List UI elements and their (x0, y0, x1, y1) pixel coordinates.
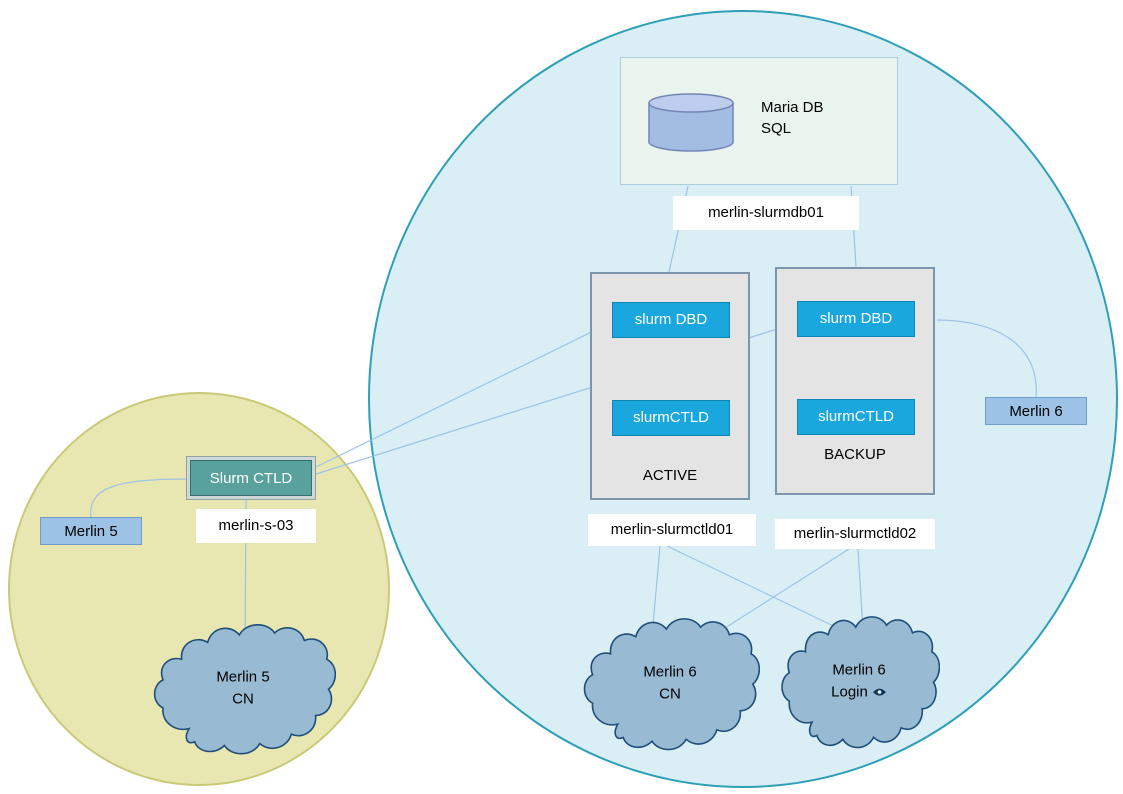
cloud-label-line2: CN (659, 685, 681, 703)
node-role-label: BACKUP (824, 446, 886, 463)
cloud-label-line1: Merlin 6 (832, 661, 886, 679)
mariadb-label-line2: SQL (761, 120, 792, 137)
slurm-ctld-box: Slurm CTLD (186, 456, 316, 500)
mariadb-label: Maria DB SQL (761, 97, 824, 139)
connector-ctld02-to-cn (702, 548, 850, 643)
connector-ctld02-to-login (857, 548, 864, 631)
slurm-ctld-service-box: slurmCTLD (797, 399, 915, 435)
cloud-label-line1: Merlin 6 (643, 663, 697, 681)
merlin5-cn-cloud: Merlin 5 CN (150, 618, 336, 768)
slurm-dbd-service-box: slurm DBD (797, 301, 915, 337)
connector-ctld01-to-login (666, 545, 847, 633)
slurm-ctld-service-box: slurmCTLD (612, 400, 730, 436)
cloud-label-line2: CN (232, 690, 254, 708)
host-label-merlin-slurmctld02: merlin-slurmctld02 (775, 519, 935, 549)
active-controller-node: slurm DBD slurmCTLD ACTIVE (590, 272, 750, 500)
merlin6-tag: Merlin 6 (985, 397, 1087, 425)
cloud-label-line2: Login (831, 683, 868, 701)
cloud-label: Merlin 6 Login (778, 660, 940, 704)
slurm-dbd-service-box: slurm DBD (612, 302, 730, 338)
mariadb-label-line1: Maria DB (761, 99, 824, 116)
connector-m5tag-to-ctld (90, 478, 187, 518)
cloud-label-line1: Merlin 5 (216, 668, 270, 686)
mariadb-box: Maria DB SQL (620, 57, 898, 185)
host-label-merlin-slurmdb01: merlin-slurmdb01 (673, 196, 859, 230)
cloud-shape (580, 612, 760, 764)
connector-m5ctld-to-active-dbd (315, 321, 613, 468)
node-role-label: ACTIVE (642, 467, 698, 484)
cloud-shape (150, 618, 336, 768)
slurm-ctld-box-label: Slurm CTLD (190, 460, 312, 496)
merlin5-tag: Merlin 5 (40, 517, 142, 545)
cloud-label: Merlin 6 CN (580, 662, 760, 706)
merlin6-login-cloud: Merlin 6 Login (778, 610, 940, 762)
cloud-shape (778, 610, 940, 762)
host-label-merlin-s-03: merlin-s-03 (196, 509, 316, 543)
merlin6-cn-cloud: Merlin 6 CN (580, 612, 760, 764)
cloud-label: Merlin 5 CN (150, 667, 336, 711)
database-cylinder-icon (648, 93, 734, 152)
connector-m6tag-to-backup (936, 319, 1037, 398)
backup-controller-node: slurm DBD slurmCTLD BACKUP (775, 267, 935, 495)
eye-icon (872, 688, 886, 696)
host-label-merlin-slurmctld01: merlin-slurmctld01 (588, 514, 756, 546)
